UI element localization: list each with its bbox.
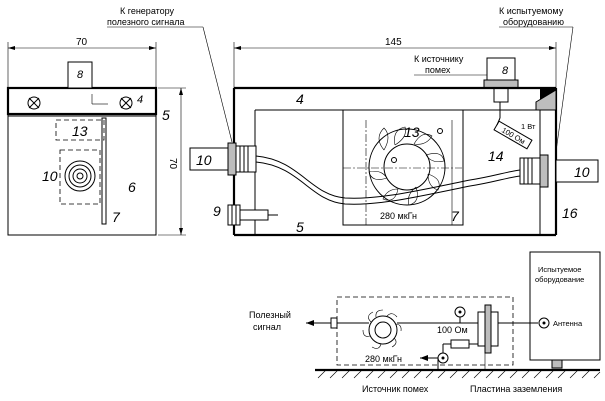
part-5-front: 5 xyxy=(162,107,170,123)
dim-front-width: 70 xyxy=(76,37,88,48)
label-to-interference-2: помех xyxy=(425,65,451,75)
coax-connector-right xyxy=(519,154,599,188)
part-10-front: 10 xyxy=(42,168,58,184)
label-useful-signal-1: Полезный xyxy=(249,310,291,320)
label-resistor-schematic: 100 Ом xyxy=(437,325,468,335)
part-8-front: 8 xyxy=(77,69,84,81)
dim-side-length: 145 xyxy=(385,37,402,48)
coax-connector-front xyxy=(64,160,96,192)
label-useful-signal-2: сигнал xyxy=(253,322,281,332)
dim-front-height: 70 xyxy=(167,158,178,170)
part-5-side: 5 xyxy=(296,219,304,235)
label-to-eut-2: оборудованию xyxy=(503,17,564,27)
part-10-right: 10 xyxy=(574,164,590,180)
resistor-side xyxy=(493,120,533,150)
schematic: Полезный сигнал 280 мкГн 100 Ом xyxy=(249,251,601,394)
part-10-left: 10 xyxy=(196,152,212,168)
front-view: 70 70 8 4 5 13 xyxy=(6,37,186,236)
label-eut-2: оборудование xyxy=(535,275,584,284)
label-eut-1: Испытуемое xyxy=(538,265,581,274)
screw-left xyxy=(27,96,41,110)
part-9-side: 9 xyxy=(213,203,221,219)
toroid-coil xyxy=(368,126,446,206)
part-8-side: 8 xyxy=(502,65,509,77)
part-16-side: 16 xyxy=(562,205,578,221)
part-4-side: 4 xyxy=(296,91,304,107)
screw-right xyxy=(119,96,133,110)
part-7-side: 7 xyxy=(451,208,460,224)
label-inductance-schematic: 280 мкГн xyxy=(365,354,402,364)
label-to-interference-1: К источнику xyxy=(414,54,464,64)
label-to-eut-1: К испытуемому xyxy=(499,6,564,16)
label-inductance-side: 280 мкГн xyxy=(380,211,417,221)
label-ground-plate: Пластина заземления xyxy=(470,384,562,394)
label-antenna: Антенна xyxy=(553,319,583,328)
coax-connector-left xyxy=(189,142,257,176)
part-7-front: 7 xyxy=(112,209,121,225)
part-6-front: 6 xyxy=(128,179,136,195)
label-to-generator-1: К генератору xyxy=(120,6,175,16)
part-14-side: 14 xyxy=(488,148,504,164)
label-interference-source: Источник помех xyxy=(362,384,429,394)
part-13-side: 13 xyxy=(404,124,420,140)
part-4-front: 4 xyxy=(137,94,143,106)
label-resistor-power: 1 Вт xyxy=(521,122,536,131)
label-to-generator-2: полезного сигнала xyxy=(107,17,184,27)
ground-terminal-9 xyxy=(227,204,278,226)
side-view: К генератору полезного сигнала К испытуе… xyxy=(107,6,599,237)
part-13-front: 13 xyxy=(72,123,88,139)
